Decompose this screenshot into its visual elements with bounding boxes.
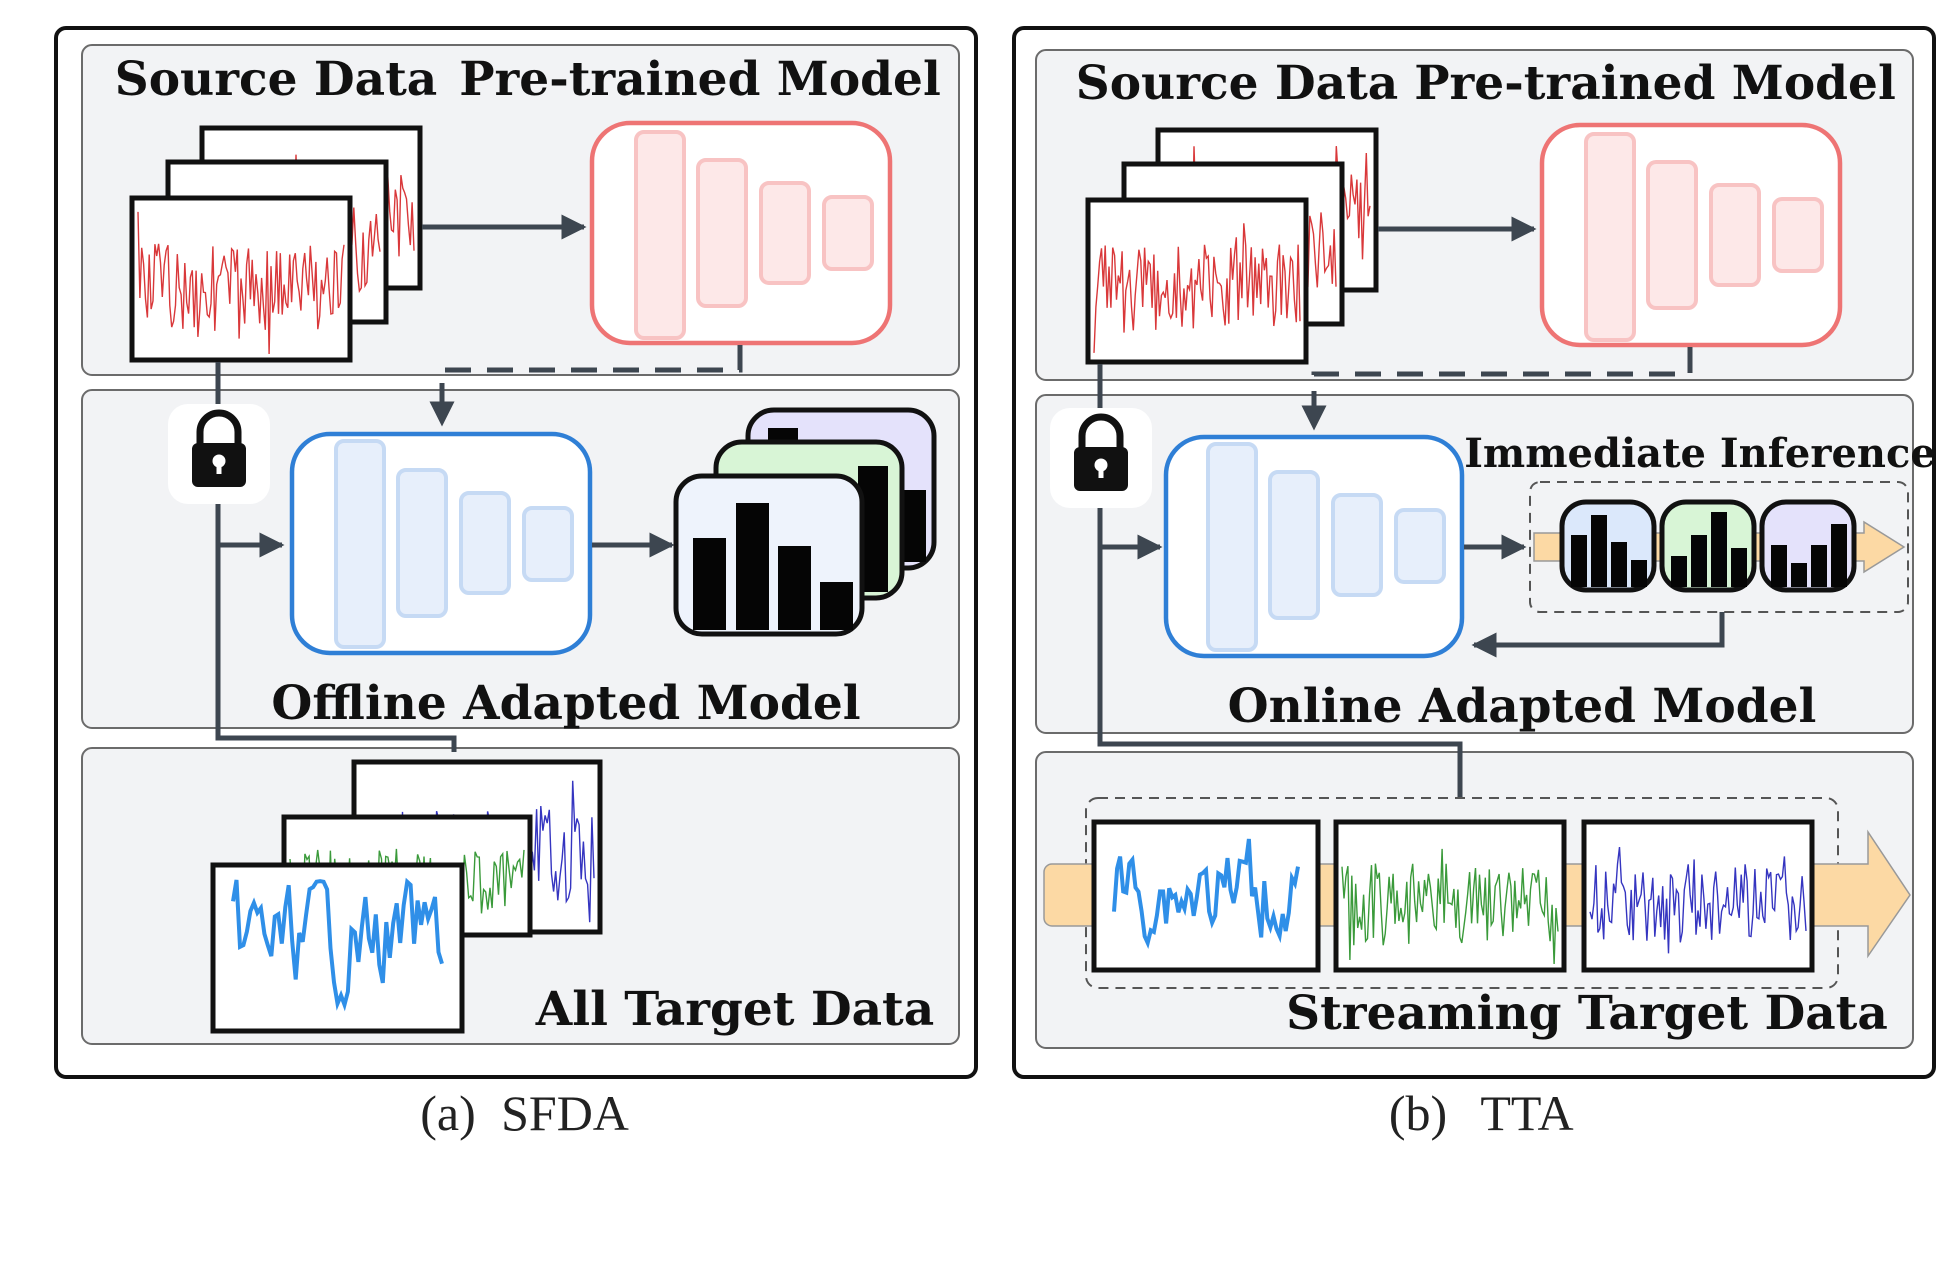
caption-b-name: TTA (1480, 1085, 1573, 1141)
offline-adapted-model-label: Offline Adapted Model (271, 676, 860, 731)
layer-4 (1394, 508, 1446, 584)
source-signal-front (1093, 223, 1301, 353)
layer-4 (822, 195, 874, 271)
pretrained-model-label: Pre-trained Model (1414, 56, 1896, 111)
inference-card-lavender (1759, 499, 1857, 593)
layer-3 (1709, 183, 1761, 287)
layer-3 (759, 181, 811, 285)
layer-2 (696, 158, 748, 308)
all-target-data-label: All Target Data (535, 982, 934, 1037)
stream-signal-1 (1112, 838, 1300, 949)
panel-a: Source Data Pre-trained Model (54, 26, 978, 1079)
layer-2 (1268, 470, 1320, 620)
output-cards-a (673, 407, 937, 637)
layer-3 (459, 491, 511, 595)
pretrained-model-label: Pre-trained Model (459, 52, 941, 107)
inference-feedback-arrow (1471, 612, 1725, 658)
stream-signal-3 (1589, 847, 1807, 954)
layer-3 (1331, 493, 1383, 597)
lock-icon (1050, 408, 1152, 508)
inference-card-blue (1559, 499, 1657, 593)
layer-4 (522, 506, 574, 582)
layer-2 (1646, 160, 1698, 310)
online-adapted-model-label: Online Adapted Model (1228, 679, 1817, 734)
source-data-stack (1085, 127, 1379, 365)
immediate-inference-label: Immediate Inference (1464, 430, 1936, 477)
pretrained-model-block (1539, 122, 1843, 348)
caption-a-name: SFDA (501, 1085, 629, 1141)
stream-dashed-box (1085, 797, 1839, 989)
init-dashed-arrow (429, 345, 743, 427)
streaming-target-frames (1091, 819, 1815, 973)
stream-signal-2 (1341, 848, 1559, 965)
target-signal-front (231, 877, 444, 1012)
source-signal-front (137, 211, 345, 355)
layer-1 (334, 439, 386, 649)
inference-cards (1559, 499, 1857, 593)
pretrained-model-block (589, 120, 893, 346)
source-data-stack (129, 125, 423, 363)
target-to-adapted-line (1097, 547, 1463, 798)
init-dashed-arrow (1301, 347, 1693, 431)
layer-1 (1584, 132, 1636, 342)
online-adapted-model-block (1163, 434, 1465, 659)
streaming-target-data-label: Streaming Target Data (1286, 986, 1888, 1041)
lock-icon (168, 404, 270, 504)
output-card-blue (673, 473, 865, 637)
caption-a-tag: (a) (420, 1085, 476, 1141)
stream-frame-3 (1581, 819, 1815, 973)
layer-2 (396, 468, 448, 618)
layer-1 (634, 130, 686, 340)
layer-1 (1206, 442, 1258, 652)
panel-b: Source Data Pre-trained Model (1012, 26, 1936, 1079)
inference-card-green (1659, 499, 1757, 593)
target-to-adapted-line (215, 545, 457, 752)
source-data-label: Source Data (115, 52, 437, 107)
target-data-stack (210, 759, 603, 1034)
caption-b-tag: (b) (1389, 1085, 1447, 1141)
source-data-label: Source Data (1076, 56, 1398, 111)
layer-4 (1772, 197, 1824, 273)
offline-adapted-model-block (289, 431, 593, 656)
